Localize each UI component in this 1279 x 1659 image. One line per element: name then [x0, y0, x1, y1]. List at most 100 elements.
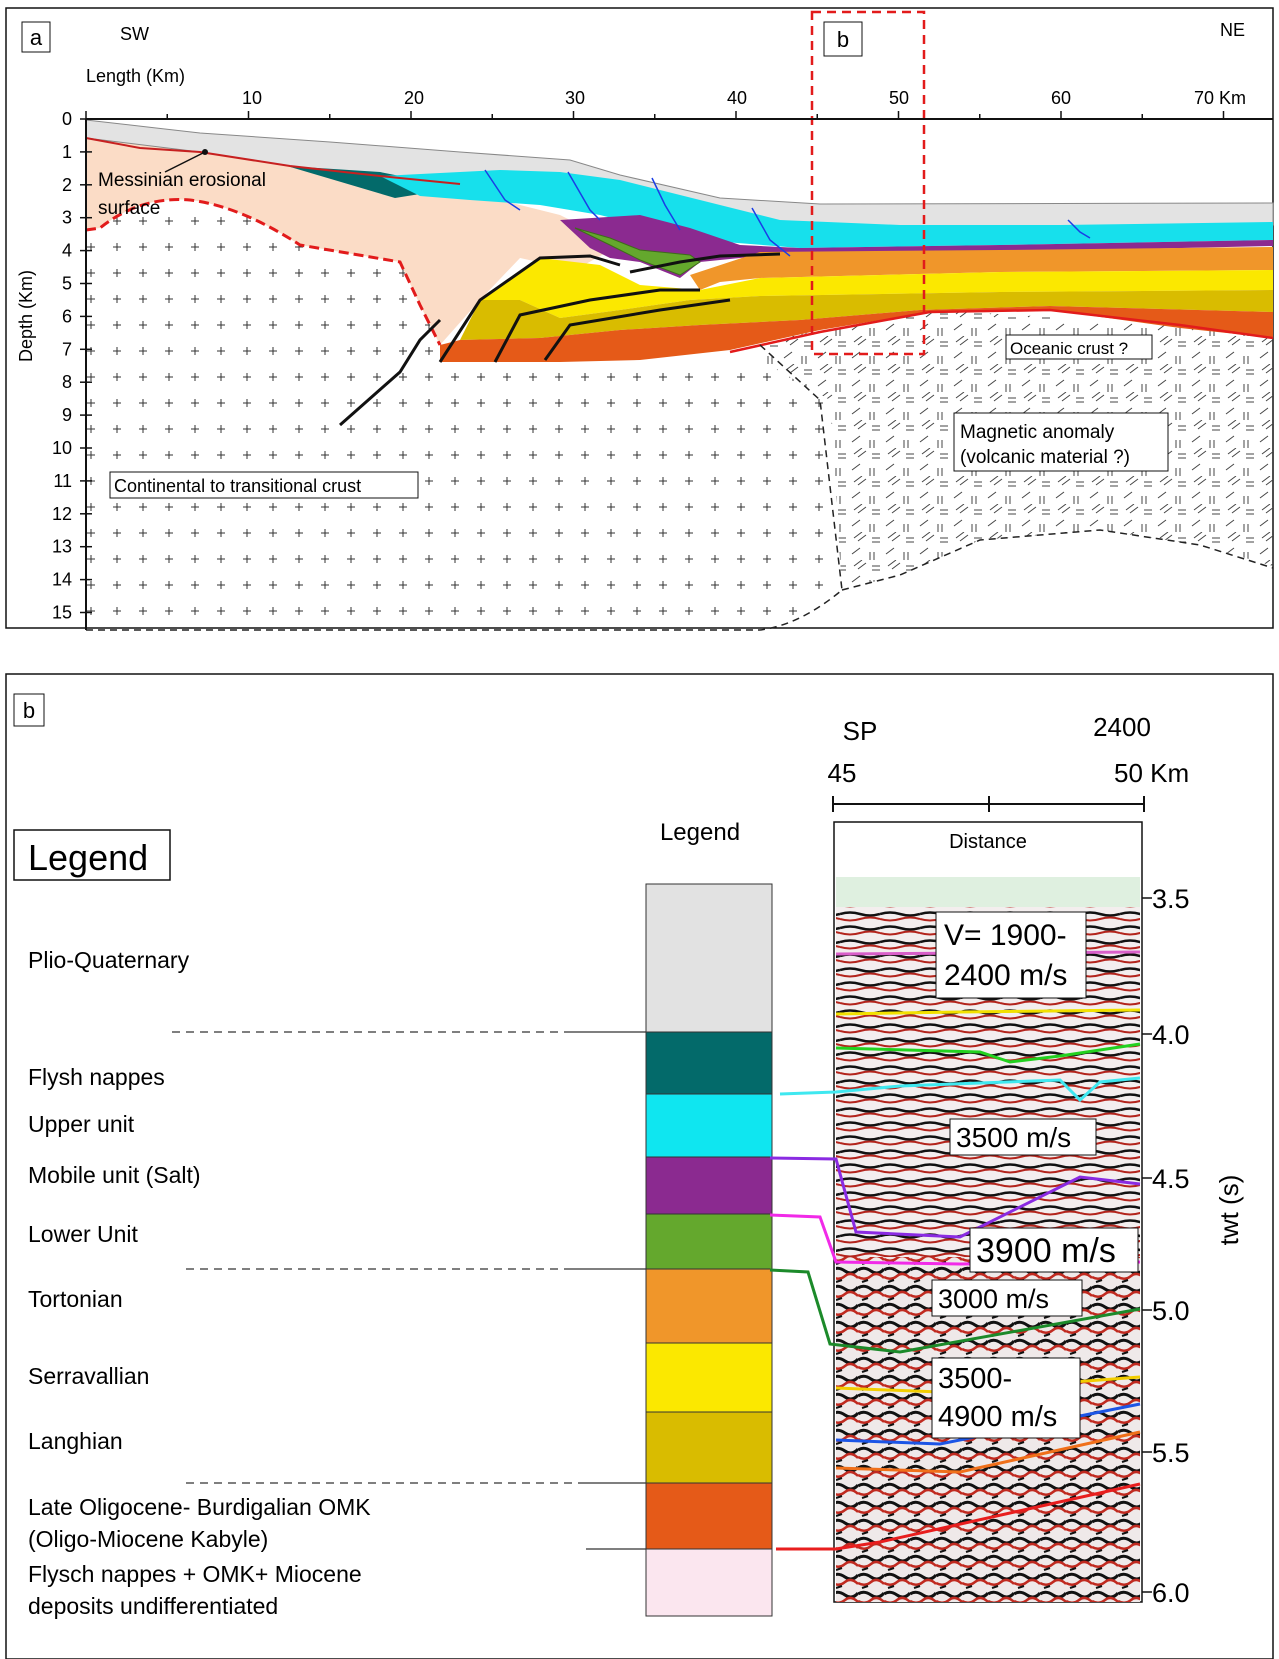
legend-swatch	[645, 883, 773, 1033]
basement-red-line	[729, 308, 1274, 354]
velocity-box-2	[949, 1118, 1097, 1156]
magnetic-label-2: (volcanic material ?)	[960, 447, 1130, 468]
length-tick-label: 30	[565, 88, 585, 108]
km-end: 50 Km	[1114, 758, 1189, 788]
legend-label: Tortonian	[28, 1286, 123, 1312]
legend-title: Legend	[28, 837, 148, 878]
continental-crust	[86, 199, 842, 627]
velocity-box-5	[931, 1357, 1081, 1439]
twt-ticks: 3.5 4.0 4.5 5.0 5.5 6.0	[1142, 884, 1190, 1608]
velocity-4: 3000 m/s	[938, 1284, 1049, 1314]
velocity-5-line1: 3500-	[938, 1363, 1012, 1395]
legend-swatch	[645, 1342, 773, 1413]
distance-label: Distance	[949, 831, 1027, 853]
oceanic-label: Oceanic crust ?	[1010, 339, 1128, 358]
length-tick-label: 20	[404, 88, 424, 108]
depth-tick-label: 3	[62, 208, 72, 228]
legend-label: Serravallian	[28, 1363, 149, 1389]
km-start: 45	[828, 758, 857, 788]
magnetic-label-1: Magnetic anomaly	[960, 422, 1115, 443]
messinian-red-line	[85, 137, 461, 185]
depth-tick-label: 13	[52, 537, 72, 557]
legend-label: Mobile unit (Salt)	[28, 1162, 201, 1188]
sw-label: SW	[120, 24, 149, 44]
length-tick-label: 10	[242, 88, 262, 108]
length-tick-label: 40	[727, 88, 747, 108]
legend-column	[645, 883, 773, 1617]
messinian-pointer-dot	[202, 149, 208, 155]
length-tick-label: 50	[889, 88, 909, 108]
oceanic-label-box	[1005, 334, 1153, 360]
depth-tick-label: 5	[62, 274, 72, 294]
panel-a-tag: a	[30, 25, 43, 50]
depth-tick-label: 4	[62, 241, 72, 261]
seismic-horizons	[769, 950, 1141, 1551]
length-tick-label: 70 Km	[1194, 88, 1246, 108]
depth-tick-label: 0	[62, 109, 72, 129]
legend-label: Lower Unit	[28, 1221, 139, 1247]
legend-label: Plio-Quaternary	[28, 947, 190, 973]
twt-tick-label: 5.0	[1152, 1296, 1190, 1326]
velocity-1-line2: 2400 m/s	[944, 959, 1067, 992]
legend-swatch	[645, 1411, 773, 1484]
messinian-wedge	[86, 138, 620, 345]
panel-a-tag-box	[21, 21, 51, 53]
messinian-label-2: surface	[98, 198, 160, 219]
salt-layer	[560, 215, 1273, 278]
depth-tick-label: 7	[62, 339, 72, 359]
seismic-top-band	[836, 877, 1140, 907]
omk-layer	[440, 306, 1273, 362]
inset-b-rect	[810, 10, 926, 356]
legend-swatch	[645, 1482, 773, 1550]
upper-unit-layer	[380, 170, 1273, 248]
velocity-labels: V= 1900- 2400 m/s 3500 m/s 3900 m/s 3000…	[931, 911, 1139, 1439]
length-title: Length (Km)	[86, 66, 185, 86]
magnetic-label-box	[953, 412, 1169, 472]
continental-label: Continental to transitional crust	[114, 476, 361, 496]
panel-b-tag-box	[13, 693, 45, 727]
depth-tick-label: 14	[52, 570, 72, 590]
messinian-label-1: Messinian erosional	[98, 170, 266, 191]
thrust-faults	[339, 252, 781, 427]
legend-label: Flysch nappes + OMK+ Miocene	[28, 1561, 362, 1587]
legend-column-title: Legend	[660, 819, 740, 846]
continental-label-box	[109, 471, 419, 499]
depth-tick-label: 9	[62, 405, 72, 425]
legend-swatch	[645, 1031, 773, 1095]
legend-swatch	[645, 1268, 773, 1344]
legend-label: Upper unit	[28, 1111, 135, 1137]
length-ticks: 10 20 30 40 50 60 70 Km	[85, 88, 1246, 119]
legend-swatch	[645, 1156, 773, 1215]
depth-tick-label: 12	[52, 504, 72, 524]
depth-tick-label: 8	[62, 372, 72, 392]
velocity-5-line2: 4900 m/s	[938, 1401, 1057, 1433]
legend-separators	[172, 1031, 646, 1550]
legend-label: Late Oligocene- Burdigalian OMK	[28, 1494, 371, 1520]
twt-tick-label: 5.5	[1152, 1438, 1190, 1468]
depth-tick-label: 1	[62, 142, 72, 162]
twt-tick-label: 6.0	[1152, 1578, 1190, 1608]
legend-swatch	[645, 1093, 773, 1158]
velocity-3: 3900 m/s	[976, 1232, 1116, 1270]
depth-title: Depth (Km)	[16, 270, 36, 362]
ne-label: NE	[1220, 20, 1245, 40]
twt-tick-label: 4.5	[1152, 1164, 1190, 1194]
legend-label-line2: (Oligo-Miocene Kabyle)	[28, 1526, 268, 1552]
normal-faults	[484, 169, 1091, 257]
legend-swatch	[645, 1548, 773, 1617]
sp-label: SP	[843, 716, 878, 746]
length-tick-label: 60	[1051, 88, 1071, 108]
depth-tick-label: 15	[52, 603, 72, 623]
legend-title-box	[13, 829, 171, 881]
twt-tick-label: 4.0	[1152, 1020, 1190, 1050]
inset-b-tag-box	[823, 21, 863, 57]
twt-tick-label: 3.5	[1152, 884, 1190, 914]
messinian-pointer	[164, 151, 206, 173]
velocity-1-line1: V= 1900-	[944, 919, 1067, 952]
depth-tick-label: 2	[62, 175, 72, 195]
panel-b-tag: b	[23, 698, 35, 723]
